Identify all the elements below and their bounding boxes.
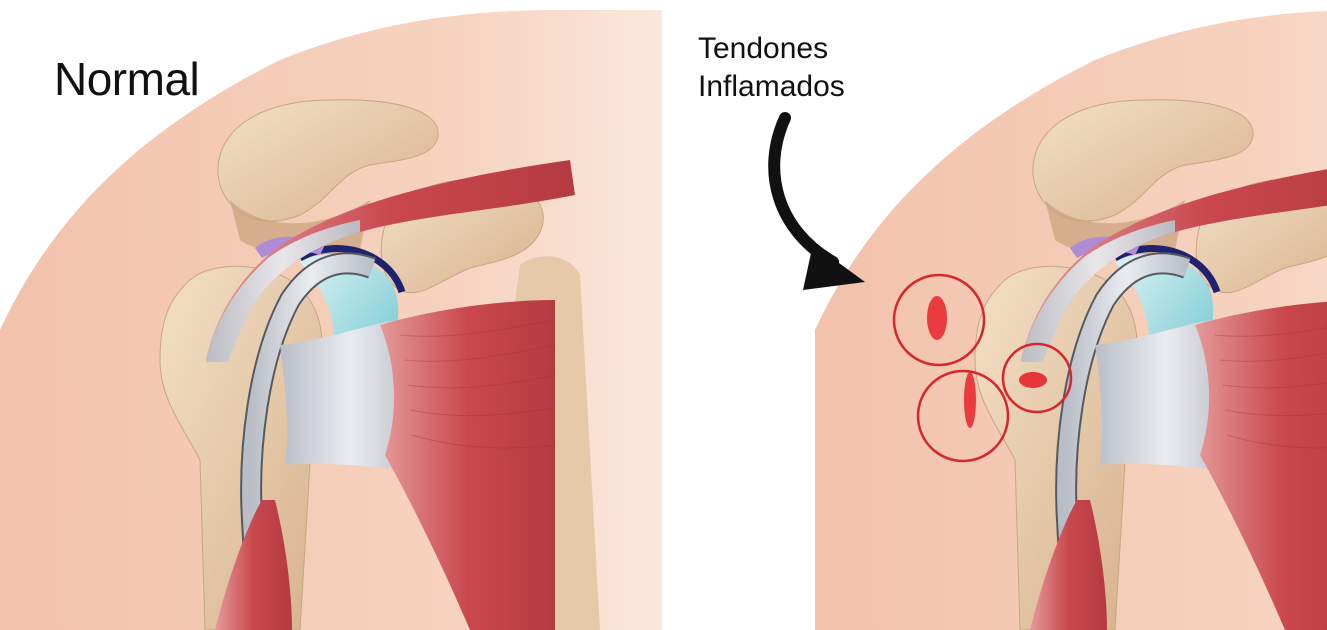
inflammation-spot-supraspinatus (927, 296, 947, 340)
shoulder-anatomy-inflamed (815, 10, 1327, 630)
inflammation-spot-subscapularis (1019, 372, 1047, 388)
inflamed-tendons-label: Tendones Inflamados (698, 30, 845, 106)
normal-label: Normal (54, 52, 199, 106)
inflammation-spot-biceps (964, 372, 976, 428)
inflamed-label-line2: Inflamados (698, 68, 845, 106)
inflamed-label-line1: Tendones (698, 30, 845, 68)
